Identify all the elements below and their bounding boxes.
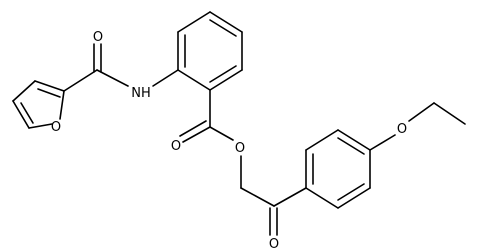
bond-ring1-f — [177, 69, 211, 91]
bond-ring2-e — [337, 187, 371, 209]
bond-ring2-c — [337, 129, 371, 151]
bond-ring2-b — [305, 129, 339, 151]
bond-furan-c4-c5-double — [20, 102, 34, 124]
bond-c2-carbonyl — [63, 69, 98, 92]
ketone-group — [269, 187, 307, 236]
bond-ring-ether-o — [369, 134, 396, 151]
bond-ring1-c — [209, 11, 243, 33]
bond-ether-o-ch2 — [408, 102, 435, 122]
atom-label-o-furan: O — [51, 120, 61, 135]
bond-furan-c3-c4 — [12, 80, 36, 102]
ethoxy-group — [369, 102, 466, 151]
atom-label-o-ketone: O — [269, 237, 279, 252]
furan-ring — [12, 80, 65, 129]
atom-label-o-amide: O — [93, 30, 103, 45]
bond-ring1-c-inner — [209, 19, 237, 37]
bond-ring1-e — [209, 69, 243, 91]
bond-ch2-ketone-c — [240, 187, 275, 207]
bond-furan-c5-o — [28, 123, 53, 129]
bond-furan-c4-c5 — [12, 100, 30, 129]
bond-ester-c-o — [209, 126, 234, 141]
bond-ring2-c-inner — [337, 137, 365, 155]
bond-ring2-f — [305, 187, 339, 209]
bond-ring2-e-inner — [337, 183, 365, 201]
amide-group — [63, 43, 179, 92]
benzene-ring-central — [177, 11, 243, 91]
bond-ch2-ch3 — [433, 102, 466, 125]
benzene-ring-para — [305, 129, 371, 209]
atom-label-o-ether: O — [397, 122, 407, 137]
atom-label-o-ester: O — [235, 141, 245, 156]
bond-ester-c-o-double-2 — [179, 120, 207, 137]
bond-amide-c-n — [96, 69, 129, 87]
bond-ester-c-o-double — [182, 126, 211, 143]
bond-ring1-b — [177, 11, 211, 33]
bond-ring1-e-inner — [209, 65, 237, 83]
bond-furan-c2-c3 — [34, 80, 65, 92]
bond-ketone-c-aryl — [273, 187, 307, 207]
bond-furan-c2-c3-double — [37, 88, 61, 98]
atom-label-o-ester-carbonyl: O — [171, 139, 181, 154]
ester-group — [179, 89, 275, 207]
bond-n-aryl — [152, 69, 179, 87]
atom-label-nh: NH — [131, 86, 151, 101]
bond-furan-o-c2 — [59, 90, 65, 120]
